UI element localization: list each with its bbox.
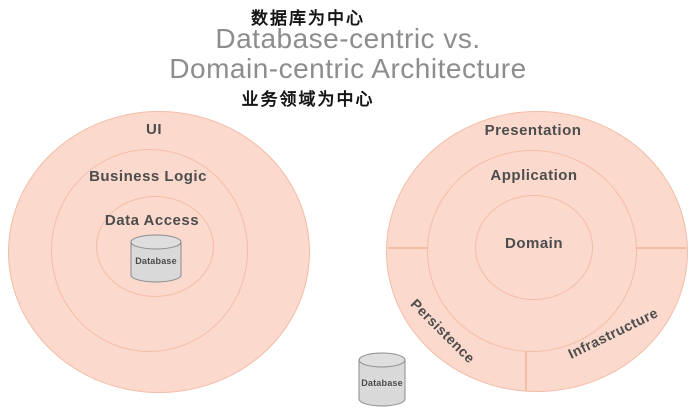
label-data-access: Data Access (104, 212, 200, 229)
subtitle-database-centric-zh: 数据库为中心 (251, 9, 365, 28)
title-line-2: Domain-centric Architecture (169, 53, 527, 84)
bottom-database-cylinder: Database (358, 352, 406, 407)
page-title: Database-centric vs. Domain-centric Arch… (0, 24, 693, 84)
outer-ring-divider-left (388, 247, 429, 249)
outer-ring-divider-bottom (525, 351, 527, 391)
subtitle-domain-centric-zh: 业务领域为中心 (241, 90, 375, 109)
outer-ring-divider-right (636, 247, 686, 249)
database-cylinder-icon (130, 234, 182, 283)
left-database-cylinder: Database (130, 234, 182, 283)
left-database-label: Database (135, 256, 177, 266)
title-line-1: Database-centric vs. (215, 23, 481, 54)
label-ui: UI (146, 121, 162, 138)
left-middle-ring-business-logic (51, 149, 248, 352)
label-presentation: Presentation (484, 122, 582, 139)
database-cylinder-icon (358, 352, 406, 407)
bottom-database-label: Database (361, 378, 403, 388)
label-business-logic: Business Logic (89, 168, 207, 185)
label-domain: Domain (504, 235, 563, 252)
right-inner-ring-domain (475, 195, 593, 300)
label-application: Application (490, 167, 578, 184)
